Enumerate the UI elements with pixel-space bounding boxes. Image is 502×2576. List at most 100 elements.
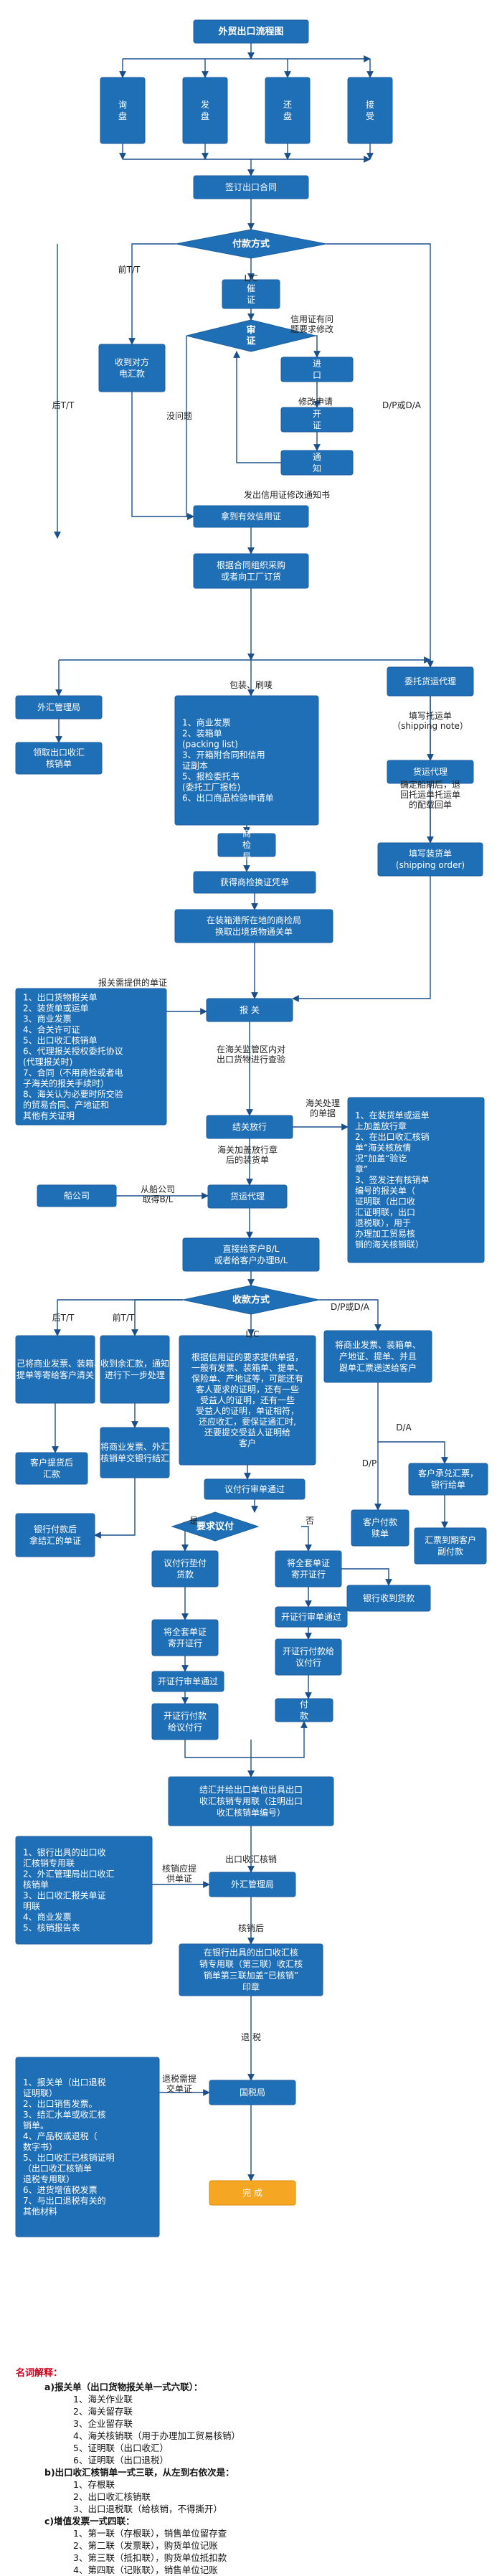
connector-arrow (292, 243, 431, 1002)
text-line: 货运代理 (230, 1191, 265, 1202)
text-line: 其他有关证明 (23, 1111, 75, 1121)
glossary-item: 1、海关作业联 (73, 2394, 133, 2405)
text-line: 议付行审单通过 (224, 1483, 285, 1494)
node-customs-docs: 1、出口货物报关单2、装货单或运单3、商业发票4、合关许可证5、出口收汇核销单6… (15, 988, 167, 1126)
text-line: 填写托运单 (409, 711, 452, 721)
text-line: 海关处理 (306, 1098, 340, 1108)
label-shipping-note: 填写托运单（shipping note） (392, 711, 468, 731)
process-box (100, 1335, 170, 1404)
text-line: 3、商业发票 (23, 1014, 72, 1024)
glossary-item: 1、第一联（存根联），销售单位留存查 (73, 2528, 227, 2539)
node-fapan: 发盘 (182, 77, 228, 144)
node-done: 完 成 (209, 2180, 296, 2206)
text-line: 收汇核销专用联（注明出口 (199, 1796, 303, 1806)
process-box (15, 695, 103, 720)
text-line: 3、出口收汇报关单证 (23, 1890, 106, 1901)
text-line: 开证行付款给 (283, 1646, 334, 1656)
text-line: D/A (396, 1423, 412, 1433)
connector-arrow (313, 335, 321, 358)
text-line: 8、海关认为必要时所交验 (23, 1089, 123, 1100)
text-line: 拿到有效信用证 (221, 511, 281, 522)
process-box (174, 695, 319, 826)
text-line: 出口货物进行查验 (217, 1054, 285, 1065)
text-line: 拿结汇的单证 (29, 1535, 81, 1546)
process-box (280, 450, 354, 476)
glossary-a-title: a)报关单（出口货物报关单一式六联）： (44, 2382, 203, 2392)
node-booking: 填写装货单(shipping order) (377, 842, 483, 877)
text-line: D/P或D/A (382, 400, 422, 410)
node-issuer-pass: 开证行审单通过 (275, 1606, 348, 1628)
text-line: 2、装货单或运单 (23, 1003, 89, 1014)
text-line: 取得B/L (143, 1194, 174, 1204)
text-line: 货运代理 (413, 766, 447, 777)
text-line: 受 (366, 111, 374, 121)
text-line: 1、商业发票 (182, 717, 231, 728)
text-line: 提单等寄给客户清关 (16, 1369, 94, 1380)
text-line: 核销应提 (162, 1863, 196, 1874)
connector-arrow (131, 1299, 183, 1336)
node-lc-urge: 催证 (222, 279, 280, 309)
process-box (151, 1703, 219, 1740)
text-line: (委托工厂报检) (182, 782, 240, 793)
text-line: 客户承兑汇票， (418, 1468, 478, 1478)
node-freight: 委托货运代理 (387, 666, 474, 697)
text-line: 还应收汇，要保证通汇时, (199, 1416, 296, 1427)
node-forwarder: 货运代理 (207, 1184, 288, 1209)
flowchart: 外贸出口流程图询盘发盘还盘接受签订出口合同付款方式收到对方电汇款催证审证进口开证… (8, 19, 488, 2237)
text-line: 一般有发票、装箱单、提单、 (191, 1362, 303, 1373)
process-box (15, 2057, 160, 2237)
text-line: (shipping order) (396, 860, 465, 870)
process-box (100, 1427, 170, 1478)
text-line: 自己将商业发票、装箱、 (8, 1358, 103, 1369)
label-dpda2: D/P或D/A (331, 1302, 370, 1312)
node-title: 外贸出口流程图 (193, 19, 309, 44)
text-line: 数字书） (23, 2141, 57, 2152)
node-lc-ok: 要求议付 (171, 1511, 260, 1542)
text-line: 上加盖放行章 (355, 1120, 407, 1131)
text-line: 前T/T (113, 1312, 135, 1323)
connectors (52, 43, 448, 2181)
glossary-item: 1、存根联 (73, 2479, 115, 2490)
text-line: 获得商检换证凭单 (220, 877, 289, 887)
nodes: 外贸出口流程图询盘发盘还盘接受签订出口合同付款方式收到对方电汇款催证审证进口开证… (8, 19, 488, 2237)
node-customs-return: 1、在装货单或运单上加盖放行章2、在出口收汇核销单“海关核放情况”加盖“验讫章”… (347, 1097, 485, 1263)
text-line: 1、银行出具的出口收 (23, 1847, 106, 1858)
label-lc: L/C (244, 273, 257, 283)
text-line: 或者向工厂订货 (221, 571, 281, 582)
process-box (275, 1606, 348, 1628)
text-line: 银行付款后 (34, 1524, 77, 1534)
connector-arrow (94, 1478, 136, 1539)
process-box (15, 1836, 153, 1945)
text-line: 寄开证行 (291, 1569, 326, 1580)
text-line: 证 (247, 295, 255, 305)
process-box (347, 77, 393, 144)
text-line: 审 (246, 325, 255, 336)
connector-arrow (233, 351, 281, 463)
node-payment: 付款方式 (175, 229, 327, 259)
glossary-item: 2、出口收汇核销联 (73, 2491, 151, 2502)
text-line: 根据信用证的要求提供单据， (191, 1351, 303, 1362)
text-line: 盘 (201, 110, 209, 121)
text-line: 开证行审单通过 (281, 1611, 341, 1622)
text-line: 的单据 (310, 1108, 336, 1118)
label-tt-after: 后T/T (52, 1313, 75, 1323)
text-line: 收到余汇款，通知 (100, 1358, 169, 1369)
text-line: 船公司 (64, 1191, 90, 1201)
text-line: 汇票到期客户 (425, 1534, 476, 1545)
process-box (209, 1872, 296, 1897)
node-issuer-pass2: 开证行审单通过 (151, 1671, 224, 1692)
process-box (346, 1585, 431, 1612)
text-line: 通 (313, 452, 321, 462)
label-dp: D/P (362, 1458, 377, 1468)
text-line: 根据合同组织采购 (217, 560, 285, 570)
process-box (209, 2180, 296, 2206)
text-line: 局 (242, 851, 251, 862)
text-line: 5、报检委托书 (182, 771, 240, 782)
process-box (100, 77, 146, 144)
text-line: 销单第三联加盖“已核销” (204, 1971, 298, 1981)
